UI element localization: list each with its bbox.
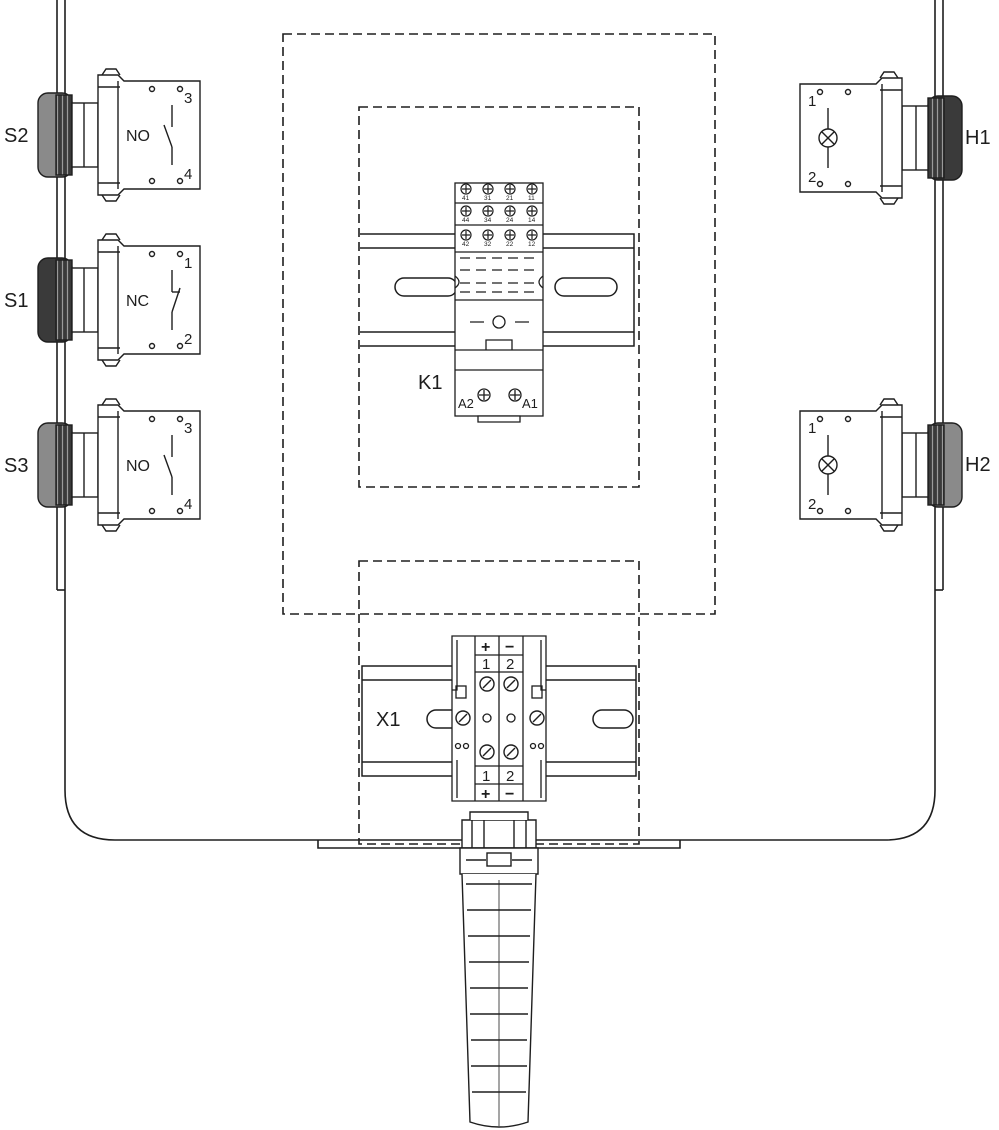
relay-terminal-label: 32 [484,241,492,248]
terminal-1-polarity-top: + [481,639,490,656]
relay-terminal-label: 41 [462,195,470,202]
relay-terminal-screw [526,229,538,241]
relay-terminal-screw [460,229,472,241]
terminal-screw-icon [503,744,519,760]
relay-terminal-label: 34 [484,217,492,224]
terminal-1-polarity-bottom: + [481,786,490,803]
pilot-lamp-icon [799,398,963,532]
relay-terminal-grid: 41 31 21 11 44 34 24 14 42 32 22 12 [460,183,538,248]
mounting-plate-outline [282,33,716,615]
relay-terminal-label: 24 [506,217,514,224]
terminal-screw-icon [455,710,471,726]
terminal-bottom-label: 4 [184,496,192,513]
relay-terminal-screw [504,183,516,195]
terminal-screw-icon [479,744,495,760]
terminal-1-number-top: 1 [482,656,490,673]
terminal-2-number-bottom: 2 [506,768,514,785]
terminal-block-tag: X1 [376,709,400,731]
pilot-lamp-icon [799,71,963,205]
relay-terminal-screw [526,183,538,195]
terminal-screw-icon [503,676,519,692]
relay-terminal-label: 11 [528,195,535,202]
relay-tag: K1 [418,372,442,394]
relay-terminal-screw [460,183,472,195]
pushbutton-icon [37,233,201,367]
terminal-screw-icon [529,710,545,726]
terminal-2-polarity-top: − [505,639,514,656]
relay-terminal-label: 14 [528,217,536,224]
relay-terminal-label: 31 [484,195,492,202]
contact-type-label: NC [126,293,149,310]
terminal-top-label: 1 [808,93,816,110]
terminal-block-icon [451,635,547,802]
terminal-top-label: 1 [808,420,816,437]
cable-gland-icon [459,811,539,1128]
terminal-top-label: 3 [184,90,192,107]
relay-terminal-label: 21 [506,195,514,202]
pushbutton-icon [37,68,201,202]
terminal-screws [455,676,545,760]
terminal-top-label: 3 [184,420,192,437]
contact-type-label: NO [126,128,150,145]
relay-terminal-screw [482,229,494,241]
terminal-bottom-label: 2 [808,496,816,513]
terminal-2-polarity-bottom: − [505,786,514,803]
relay-terminal-label: 42 [462,241,470,248]
relay-zone-outline [358,106,640,488]
relay-coil-terminals [477,388,522,402]
relay-terminal-screw [504,205,516,217]
relay-coil-left-label: A2 [458,396,474,411]
terminal-2-number-top: 2 [506,656,514,673]
pilot-lamp-tag-h1: H1 [965,127,991,149]
terminal-bottom-label: 4 [184,166,192,183]
pushbutton-icon [37,398,201,532]
relay-terminal-label: 12 [528,241,536,248]
pushbutton-tag-s2: S2 [4,125,28,147]
terminal-bottom-label: 2 [808,169,816,186]
pushbutton-tag-s1: S1 [4,290,28,312]
relay-terminal-screw [482,205,494,217]
relay-terminal-screw [504,229,516,241]
relay-terminal-screw [482,183,494,195]
pilot-lamp-tag-h2: H2 [965,454,991,476]
terminal-bottom-label: 2 [184,331,192,348]
pushbutton-tag-s3: S3 [4,455,28,477]
relay-terminal-screw [460,205,472,217]
relay-coil-right-label: A1 [522,396,538,411]
terminal-top-label: 1 [184,255,192,272]
relay-terminal-screw [526,205,538,217]
terminal-1-number-bottom: 1 [482,768,490,785]
relay-socket-icon [454,182,544,423]
relay-terminal-label: 22 [506,241,514,248]
terminal-screw-icon [479,676,495,692]
contact-type-label: NO [126,458,150,475]
relay-terminal-label: 44 [462,217,470,224]
